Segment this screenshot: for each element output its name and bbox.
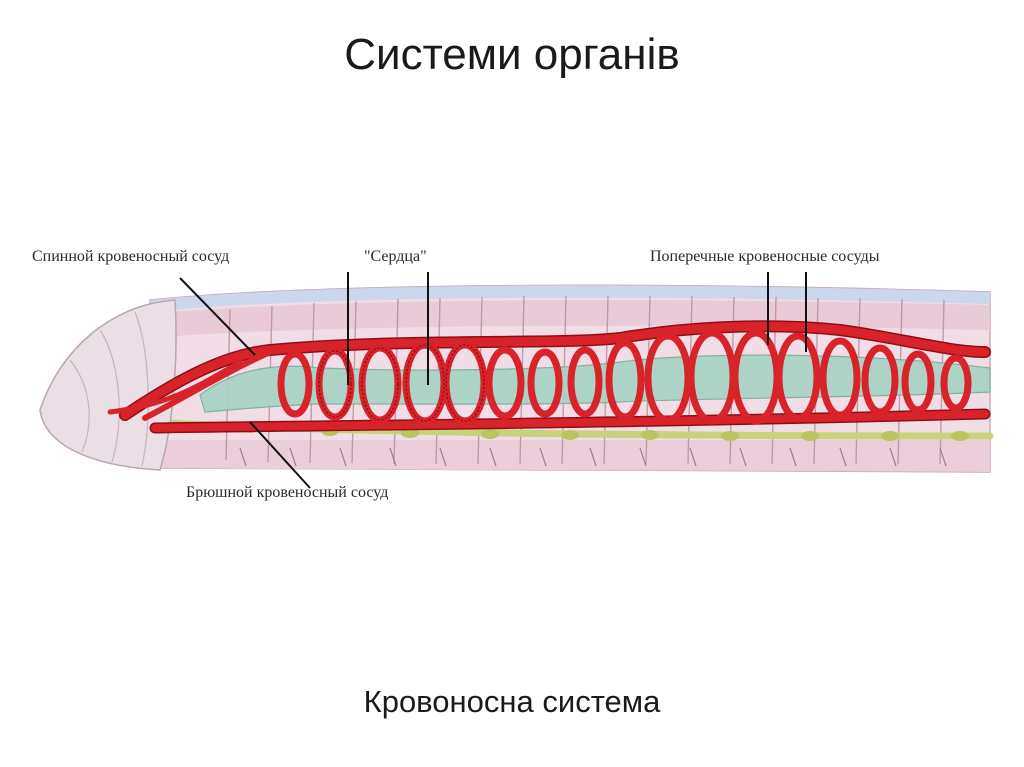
dorsal-vessel-label: Спинной кровеносный сосуд (32, 248, 229, 265)
transverse-vessels-label: Поперечные кровеносные сосуды (650, 248, 880, 265)
lower-muscle-layer (150, 440, 990, 472)
ventral-vessel-leader (249, 421, 311, 489)
setae (239, 447, 947, 467)
slide-title: Системи органів (344, 30, 680, 79)
hearts-label: "Сердца" (364, 248, 427, 265)
hearts (318, 344, 485, 422)
muscle-layer (170, 300, 990, 336)
head-rings (69, 311, 149, 467)
dorsal-vessel-leader (179, 277, 256, 356)
ventral-vessel-label: Брюшной кровеносный сосуд (186, 484, 388, 501)
anterior-vessel-branch (142, 349, 273, 421)
slide-caption: Кровоносна система (363, 684, 661, 719)
worm-head (39, 299, 177, 471)
skin-stripe (150, 285, 990, 312)
